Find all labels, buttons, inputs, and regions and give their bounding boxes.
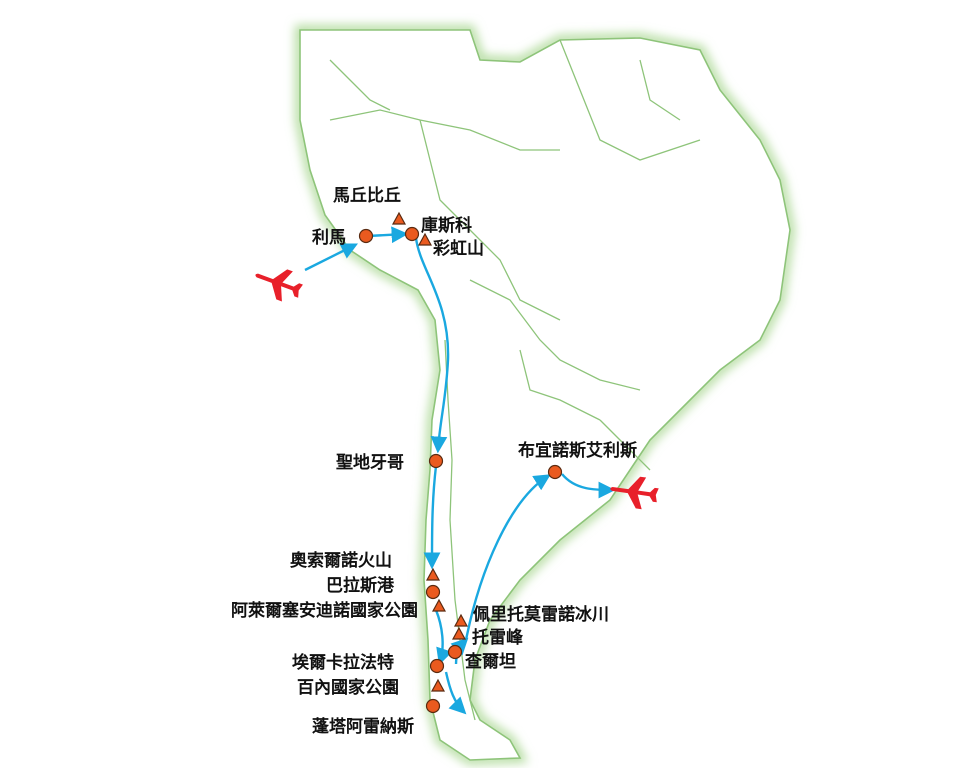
circle-marker-puerto-varas (425, 584, 441, 600)
circle-marker-el-chalten (447, 644, 463, 660)
triangle-marker-osorno (425, 567, 441, 581)
route-lakes-south (434, 609, 453, 666)
border-line (469, 279, 641, 391)
label-el-chalten: 查爾坦 (464, 651, 516, 672)
border-line (329, 59, 391, 111)
label-puerto-varas: 巴拉斯港 (326, 575, 395, 596)
airplane-icon (255, 269, 303, 302)
circle-marker-cusco (404, 226, 420, 242)
route-santiago-south (423, 465, 441, 570)
border-line (639, 59, 681, 121)
label-alerce-andino: 阿萊爾塞安迪諾國家公園 (231, 600, 418, 621)
label-fitz-roy: 托雷峰 (472, 627, 524, 648)
label-lima: 利馬 (312, 227, 346, 248)
border-line (599, 419, 651, 471)
route-to-buenos-aires (464, 474, 551, 641)
label-cusco: 庫斯科 (421, 215, 472, 236)
travel-route (304, 226, 616, 715)
triangle-marker-perito-moreno (453, 613, 469, 627)
label-santiago: 聖地牙哥 (336, 452, 404, 473)
border-line (444, 339, 476, 721)
border-line (419, 119, 561, 321)
circle-marker-el-calafate (429, 658, 445, 674)
route-to-punta (444, 671, 467, 715)
border-line (519, 349, 601, 421)
label-el-calafate: 埃爾卡拉法特 (292, 652, 394, 673)
site-markers (391, 211, 469, 692)
label-torres-del-paine: 百內國家公園 (297, 677, 399, 698)
triangle-marker-alerce (431, 598, 447, 612)
circle-marker-punta-arenas (425, 698, 441, 714)
circle-marker-santiago (428, 453, 444, 469)
label-buenos-aires: 布宜諾斯艾利斯 (518, 440, 637, 461)
triangle-marker-machu-picchu (391, 211, 407, 225)
route-lima-cusco (367, 226, 409, 244)
border-line (329, 109, 560, 151)
border-line (559, 39, 701, 161)
city-markers (358, 226, 563, 714)
route-cusco-santiago (414, 237, 450, 454)
route-departure (561, 473, 616, 499)
triangle-marker-torres (430, 678, 446, 692)
triangle-marker-rainbow-mountain (417, 232, 433, 246)
label-punta-arenas: 蓬塔阿雷納斯 (312, 716, 414, 737)
label-rainbow-mountain: 彩虹山 (432, 239, 484, 259)
label-machu-picchu: 馬丘比丘 (333, 185, 401, 206)
triangle-marker-fitz-roy (451, 626, 467, 640)
airplane-icon (610, 476, 659, 510)
label-osorno-volcano: 奧索爾諾火山 (290, 550, 392, 571)
country-borders (329, 39, 701, 721)
circle-marker-lima (358, 228, 374, 244)
label-perito-moreno: 佩里托莫雷諾冰川 (473, 604, 609, 625)
route-arrival (304, 243, 359, 272)
circle-marker-buenos-aires (547, 464, 563, 480)
place-labels: 馬丘比丘 利馬 庫斯科 彩虹山 聖地牙哥 布宜諾斯艾利斯 奧索爾諾火山 巴拉斯港… (231, 185, 637, 737)
